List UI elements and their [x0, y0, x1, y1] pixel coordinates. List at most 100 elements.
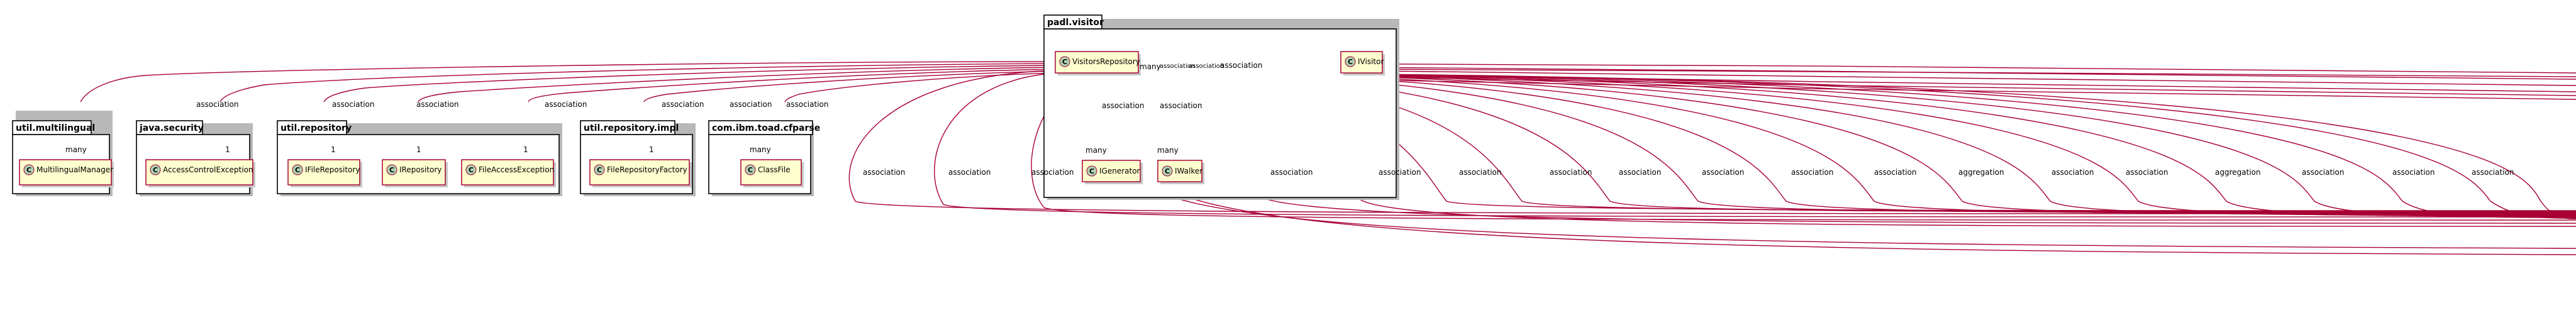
class-marker: C [26, 166, 31, 174]
edge-label: association [1379, 168, 1421, 177]
edge-label: aggregation [1958, 168, 2004, 177]
edge-label: association [1220, 61, 1262, 70]
edge-label: association [786, 100, 828, 109]
edge-to-filerepositoryfactory [643, 70, 1056, 102]
multiplicity-label: 1 [523, 145, 528, 154]
class-multilingualmanager[interactable]: C MultilingualManager [19, 159, 114, 187]
class-name: IWalker [1175, 167, 1202, 175]
edge-to-irepository [418, 67, 1056, 102]
edge-label: aggregation [2215, 168, 2261, 177]
edge-bottom-16 [1138, 72, 2576, 218]
edge-labels-bottom: association association association asso… [863, 168, 2514, 177]
multiplicity-label: 1 [225, 145, 230, 154]
edge-labels-inner: association association association asso… [1102, 61, 1262, 110]
edge-to-classfile [784, 72, 1056, 102]
edge-label: association [545, 100, 587, 109]
class-marker: C [469, 166, 474, 174]
edge-label: association [1160, 63, 1195, 70]
class-marker: C [1062, 58, 1067, 66]
class-fileaccessexception[interactable]: C FileAccessException [461, 159, 556, 187]
edge-label: association [332, 100, 374, 109]
class-iwalker[interactable]: C IWalker [1157, 160, 1204, 184]
class-marker: C [153, 166, 158, 174]
edge-label: association [1160, 101, 1202, 110]
class-marker: C [1089, 167, 1094, 175]
edge-bottom-15 [1138, 72, 2576, 217]
edge-label: association [1102, 101, 1144, 110]
class-name: IVisitor [1358, 57, 1384, 66]
edge-bottom-17 [1138, 72, 2576, 218]
class-name: IFileRepository [305, 165, 360, 174]
edge-bottom-2 [934, 72, 2576, 218]
multiplicity-label: 1 [331, 145, 336, 154]
package-title: com.ibm.toad.cfparse [712, 123, 820, 133]
class-name: IGenerator [1099, 167, 1140, 175]
multiplicity-label: many [750, 145, 771, 154]
edge-labels-top: association association association asso… [196, 100, 828, 109]
class-name: VisitorsRepository [1072, 57, 1140, 66]
package-title: util.repository [280, 123, 352, 133]
edge-label: association [1550, 168, 1592, 177]
package-title: util.multilingual [16, 123, 95, 133]
class-name: FileRepositoryFactory [607, 165, 687, 174]
edge-bottom-7 [1138, 72, 2576, 212]
edge-label: association [2472, 168, 2514, 177]
class-irepository[interactable]: C IRepository [382, 159, 448, 187]
edge-bottom-21 [1157, 182, 2576, 255]
class-classfile[interactable]: C ClassFile [740, 159, 804, 187]
multiplicity-label: 1 [649, 145, 654, 154]
edge-label: association [2392, 168, 2434, 177]
class-marker: C [295, 166, 300, 174]
edge-label: association [2051, 168, 2094, 177]
package-title: java.security [139, 123, 204, 133]
edge-bottom-19 [1138, 72, 2576, 219]
edge-label: association [2302, 168, 2344, 177]
edge-bottom-20 [1144, 182, 2576, 249]
class-filerepositoryfactory[interactable]: C FileRepositoryFactory [589, 159, 692, 187]
class-name: MultilingualManager [36, 165, 113, 174]
edge-bottom-18 [1138, 72, 2576, 219]
edge-to-fileaccessexception [528, 69, 1056, 102]
edge-label: association [1189, 63, 1224, 70]
package-title: util.repository.impl [584, 123, 679, 133]
edge-label: association [416, 100, 458, 109]
edge-label: association [1874, 168, 1916, 177]
class-ivisitor[interactable]: C IVisitor [1340, 51, 1385, 75]
edge-to-accesscontrolexception [219, 63, 1056, 102]
class-marker: C [597, 166, 602, 174]
edge-label: association [1459, 168, 1501, 177]
class-igenerator[interactable]: C IGenerator [1082, 160, 1143, 184]
class-name: AccessControlException [163, 165, 253, 174]
edge-label: association [662, 100, 704, 109]
edge-label: association [1031, 168, 1074, 177]
class-name: FileAccessException [479, 165, 554, 174]
class-visitorsrepository[interactable]: C VisitorsRepository [1055, 51, 1141, 75]
class-name: ClassFile [758, 165, 791, 174]
edge-label: association [1791, 168, 1833, 177]
multiplicity-label: many [1085, 146, 1107, 155]
edge-label: association [1702, 168, 1744, 177]
class-marker: C [389, 166, 394, 174]
multiplicity-labels: many 1 1 1 1 1 many many many many [65, 62, 1179, 155]
class-marker: C [1165, 167, 1170, 175]
class-name: IRepository [399, 165, 441, 174]
edge-label: association [2126, 168, 2168, 177]
edge-to-multilingualmanager [80, 61, 1056, 102]
edge-to-ifilerepository [323, 65, 1056, 102]
edge-label: association [863, 168, 905, 177]
package-title: padl.visitor [1047, 18, 1104, 28]
edge-label: association [730, 100, 772, 109]
edge-bottom-14 [1138, 72, 2576, 216]
multiplicity-label: many [65, 145, 87, 154]
edge-label: association [1270, 168, 1313, 177]
edge-to-offscreen-7 [1380, 69, 2576, 77]
class-accesscontrolexception[interactable]: C AccessControlException [145, 159, 255, 187]
class-marker: C [1348, 58, 1353, 66]
multiplicity-label: 1 [416, 145, 421, 154]
edge-label: association [1619, 168, 1661, 177]
multiplicity-label: many [1157, 146, 1179, 155]
class-ifilerepository[interactable]: C IFileRepository [287, 159, 362, 187]
edge-bottom-3 [1031, 73, 2576, 221]
edge-label: association [196, 100, 238, 109]
